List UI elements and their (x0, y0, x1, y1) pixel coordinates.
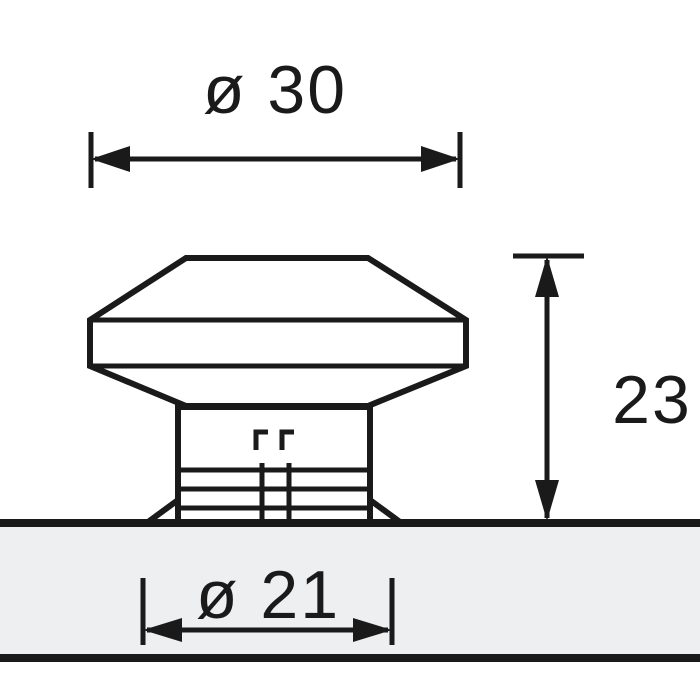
arrowhead-bottom-right (353, 618, 392, 642)
knob-shaft-body (175, 404, 373, 525)
arrowhead-right-top (535, 256, 559, 297)
knob-foot-right-flare (368, 497, 402, 525)
knob-head-octagon (87, 255, 469, 409)
knob-part-geometry (87, 255, 469, 525)
knob-foot-left-flare (146, 497, 180, 525)
mounting-panel (0, 519, 700, 662)
hidden-detail-bracket-right (279, 429, 294, 450)
arrowhead-top-left (91, 146, 130, 172)
hidden-detail-bracket-left (253, 429, 268, 450)
panel-surface-fill (0, 527, 700, 655)
dimension-label-right: 23 (612, 362, 692, 438)
dimension-label-top: ø 30 (203, 52, 347, 128)
dimension-top-diameter-30: ø 30 (88, 52, 463, 188)
arrowhead-bottom-left (143, 618, 182, 642)
arrowhead-right-bottom (535, 480, 559, 521)
dimension-right-height-23: 23 (513, 253, 692, 521)
arrowhead-top-right (421, 146, 460, 172)
dimension-label-bottom: ø 21 (196, 557, 340, 633)
dimension-bottom-diameter-21: ø 21 (140, 557, 395, 645)
